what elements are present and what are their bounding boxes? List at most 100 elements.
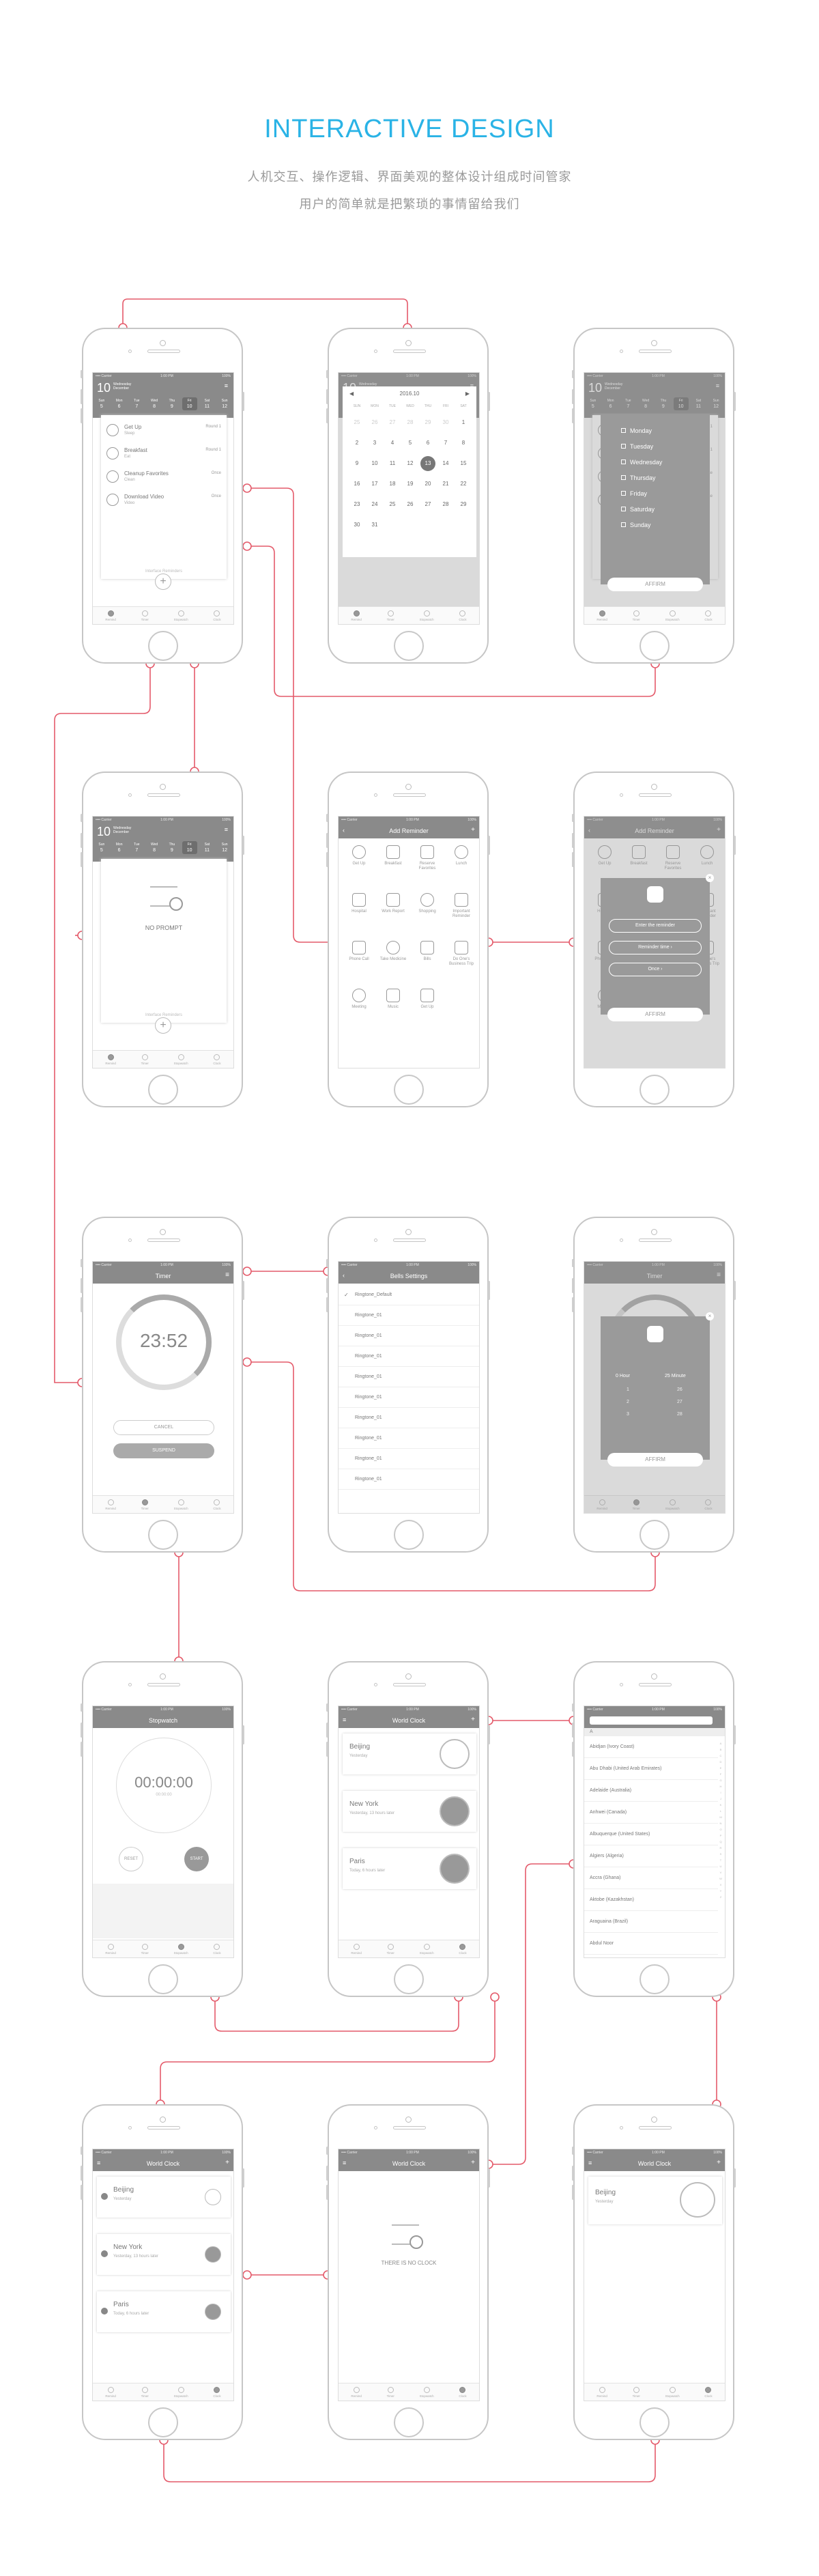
reminder-template[interactable]: Lunch — [691, 845, 723, 886]
hour-option[interactable]: 2 — [627, 1400, 629, 1404]
ringtone-row[interactable]: Ringtone_01 — [339, 1305, 479, 1326]
calendar-day[interactable]: 1 — [461, 419, 465, 425]
nav-left-icon[interactable]: ≡ — [97, 2160, 101, 2166]
reminder-template[interactable]: Important Reminder — [445, 893, 478, 934]
nav-left-icon[interactable]: ‹ — [588, 827, 590, 834]
repeat-day-option[interactable]: Thursday — [621, 475, 656, 481]
calendar-day[interactable]: 31 — [371, 522, 378, 528]
close-icon[interactable]: × — [706, 874, 714, 882]
tab-clock[interactable]: Clock — [213, 2386, 221, 2398]
ringtone-row[interactable]: Ringtone_01 — [339, 1387, 479, 1408]
ringtone-row[interactable]: Ringtone_01 — [339, 1346, 479, 1367]
calendar-day[interactable]: 18 — [389, 481, 396, 487]
home-button[interactable] — [148, 1520, 178, 1550]
reminder-template[interactable]: Breakfast — [622, 845, 655, 886]
tab-stopwatch[interactable]: Stopwatch — [174, 2386, 188, 2398]
search-input[interactable] — [590, 1716, 713, 1725]
calendar-day[interactable]: 14 — [442, 460, 449, 466]
repeat-day-option[interactable]: Monday — [621, 427, 652, 434]
calendar-day[interactable]: 28 — [407, 419, 414, 425]
minute-option[interactable]: 27 — [677, 1400, 682, 1404]
reminder-template[interactable]: Do One's Business Trip — [445, 941, 478, 982]
tab-timer[interactable]: Timer — [141, 1943, 149, 1955]
tab-clock[interactable]: Clock — [213, 1943, 221, 1955]
tab-stopwatch[interactable]: Stopwatch — [174, 1499, 188, 1510]
calendar-day[interactable]: 27 — [425, 501, 431, 507]
calendar-day[interactable]: 9 — [355, 460, 359, 466]
next-month-icon[interactable]: ▶ — [465, 391, 470, 397]
tab-stopwatch[interactable]: Stopwatch — [420, 1943, 434, 1955]
calendar-day[interactable]: 24 — [371, 501, 378, 507]
home-button[interactable] — [640, 631, 670, 661]
tab-stopwatch[interactable]: Stopwatch — [174, 1943, 188, 1955]
repeat-day-option[interactable]: Tuesday — [621, 443, 653, 450]
ringtone-row[interactable]: Ringtone_01 — [339, 1326, 479, 1346]
calendar-day[interactable]: 28 — [442, 501, 449, 507]
home-button[interactable] — [640, 2407, 670, 2437]
hour-option[interactable]: 1 — [627, 1387, 629, 1392]
tab-clock[interactable]: Clock — [459, 2386, 467, 2398]
close-icon[interactable]: × — [706, 1312, 714, 1320]
ringtone-row[interactable]: Ringtone_01 — [339, 1449, 479, 1469]
nav-right-icon[interactable]: + — [225, 2159, 229, 2166]
nav-right-icon[interactable]: + — [471, 826, 475, 834]
reminder-template[interactable]: Shopping — [411, 893, 444, 934]
tab-remind[interactable]: Remind — [351, 2386, 362, 2398]
reminder-field[interactable]: Enter the reminder — [609, 919, 702, 933]
home-button[interactable] — [394, 1520, 424, 1550]
nav-right-icon[interactable]: + — [717, 2159, 721, 2166]
calendar-day[interactable]: 30 — [354, 522, 360, 528]
home-button[interactable] — [148, 631, 178, 661]
home-button[interactable] — [640, 1964, 670, 1994]
hour-option[interactable]: 3 — [627, 1412, 629, 1417]
menu-icon[interactable]: ≡ — [224, 826, 228, 833]
minute-option[interactable]: 28 — [677, 1412, 682, 1417]
reminder-template[interactable]: Reserve Favorites — [411, 845, 444, 886]
city-row[interactable]: Aktobe (Kazakhstan) — [584, 1889, 718, 1911]
tab-remind[interactable]: Remind — [105, 1943, 116, 1955]
tab-clock[interactable]: Clock — [459, 1943, 467, 1955]
calendar-day[interactable]: 25 — [354, 419, 360, 425]
reminder-field[interactable]: Reminder time › — [609, 941, 702, 954]
reminder-template[interactable]: Take Medicine — [377, 941, 410, 982]
ringtone-row[interactable]: Ringtone_01 — [339, 1408, 479, 1428]
start-button[interactable]: START — [184, 1847, 209, 1871]
calendar-day[interactable]: 17 — [371, 481, 378, 487]
affirm-button[interactable]: AFFIRM — [607, 578, 703, 591]
calendar-day[interactable]: 11 — [389, 460, 396, 466]
tab-stopwatch[interactable]: Stopwatch — [420, 610, 434, 621]
nav-right-icon[interactable]: + — [471, 1716, 475, 1723]
calendar-day[interactable]: 6 — [426, 440, 430, 446]
repeat-day-option[interactable]: Saturday — [621, 506, 655, 513]
city-row[interactable]: Albuquerque (United States) — [584, 1824, 718, 1845]
tab-timer[interactable]: Timer — [141, 610, 149, 621]
tab-clock[interactable]: Clock — [704, 610, 713, 621]
reminder-template[interactable]: Music — [377, 989, 410, 1030]
calendar-day[interactable]: 19 — [407, 481, 414, 487]
calendar-day-selected[interactable]: 13 — [420, 456, 435, 471]
tab-timer[interactable]: Timer — [387, 610, 394, 621]
reminder-template[interactable]: Reserve Favorites — [657, 845, 689, 886]
ringtone-row[interactable]: Ringtone_01 — [339, 1428, 479, 1449]
tab-clock[interactable]: Clock — [213, 610, 221, 621]
prev-month-icon[interactable]: ◀ — [349, 391, 354, 397]
nav-right-icon[interactable]: + — [471, 2159, 475, 2166]
reminder-field[interactable]: Once › — [609, 963, 702, 976]
reset-button[interactable]: RESET — [119, 1847, 143, 1871]
